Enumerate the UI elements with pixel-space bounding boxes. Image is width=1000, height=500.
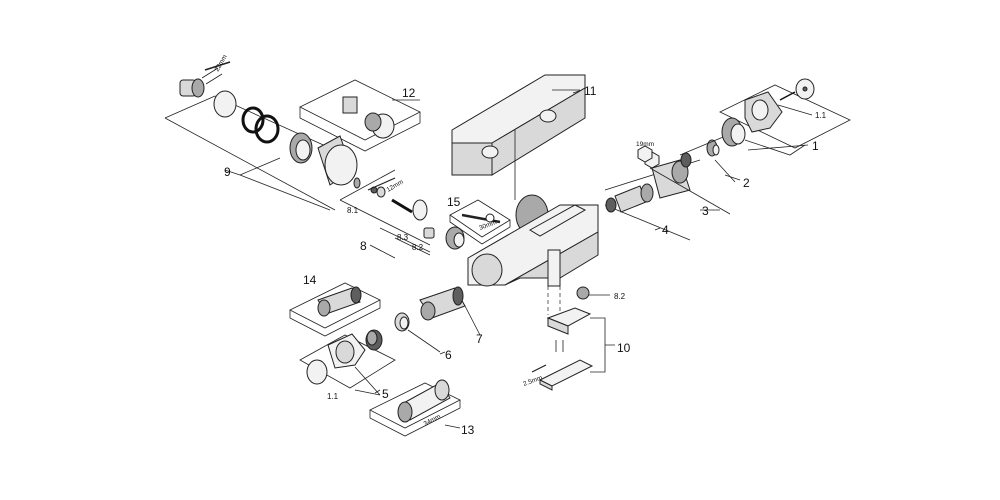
part-9-group: [164, 67, 361, 211]
tool-22mm: 22mm: [204, 54, 231, 73]
callout-11: 11: [584, 84, 597, 98]
callout-13: 13: [461, 423, 475, 437]
callout-8-3: 8.3: [397, 233, 409, 242]
part-3-cartridge: [644, 151, 731, 215]
callout-4: 4: [662, 223, 669, 237]
callout-8-1: 8.1: [347, 206, 359, 215]
callout-5: 5: [382, 387, 389, 401]
callout-8-2-left: 8.2: [412, 243, 424, 252]
tool-34mm: 34mm: [423, 413, 442, 428]
callout-6: 6: [445, 348, 452, 362]
part-7-cartridge: [419, 286, 481, 336]
callout-3: 3: [702, 204, 709, 218]
callout-14: 14: [303, 273, 317, 287]
tool-19mm: 19mm: [636, 141, 654, 163]
callout-8-2-right: 8.2: [614, 292, 626, 301]
svg-text:19mm: 19mm: [636, 141, 654, 148]
part-5-handle: [299, 329, 396, 396]
tool-30mm: 30mm: [478, 219, 497, 232]
callout-2: 2: [743, 176, 750, 190]
part-1-handle: [719, 78, 851, 156]
part-10-spout: [538, 286, 615, 391]
callout-1: 1: [812, 139, 819, 153]
callout-1-1-top: 1.1: [815, 111, 827, 120]
callout-10: 10: [617, 341, 631, 355]
part-14-box: [289, 282, 381, 337]
part-8-group: [339, 169, 465, 256]
leader-lines: [224, 89, 813, 429]
part-13-box: [369, 379, 461, 437]
callout-8: 8: [360, 239, 367, 253]
callout-15: 15: [447, 195, 461, 209]
callout-9: 9: [224, 165, 231, 179]
part-15-wrench: [449, 199, 511, 245]
callout-1-1-bottom: 1.1: [327, 392, 339, 401]
callout-12: 12: [402, 86, 416, 100]
part-6-ring: [394, 312, 441, 353]
callout-7: 7: [476, 332, 483, 346]
mixer-body: [467, 194, 599, 287]
svg-text:2.5mm: 2.5mm: [522, 375, 543, 388]
part-12-kit: [299, 79, 421, 152]
